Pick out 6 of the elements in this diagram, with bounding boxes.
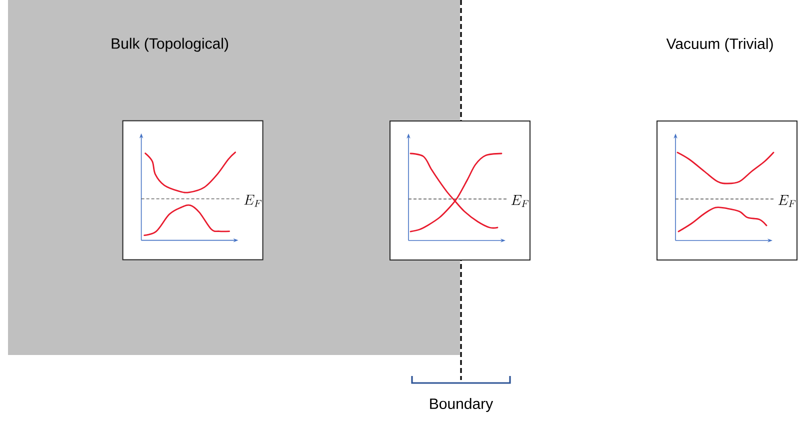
region-heading: Vacuum (Trivial) [665, 37, 775, 53]
region-heading: Bulk (Topological) [112, 38, 228, 52]
boundary-label: Boundary [428, 397, 494, 413]
fermi-level-label: $E_F$ [511, 195, 529, 207]
fermi-level-label: $E_F$ [778, 195, 796, 207]
fermi-level-label: $E_F$ [244, 194, 262, 207]
